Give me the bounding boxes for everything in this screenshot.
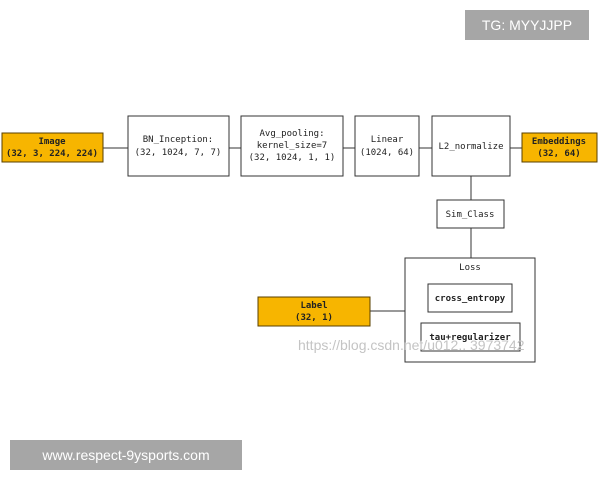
- node-bn-inception: BN_Inception: (32, 1024, 7, 7): [127, 115, 230, 177]
- l2-normalize-label: L2_normalize: [438, 142, 503, 152]
- sim-class-label: Sim_Class: [446, 210, 495, 220]
- node-tau-regularizer: tau+regularizer: [420, 322, 521, 352]
- node-linear: Linear (1024, 64): [354, 115, 420, 177]
- label-shape: (32, 1): [295, 313, 333, 323]
- embeddings-label: Embeddings: [532, 136, 586, 147]
- avg-pooling-shape: (32, 1024, 1, 1): [249, 153, 336, 163]
- image-label: Image: [38, 137, 66, 147]
- url-overlay: www.respect-9ysports.com: [10, 440, 242, 470]
- label-label: Label: [300, 301, 327, 311]
- linear-shape: (1024, 64): [360, 148, 414, 158]
- tag-overlay: TG: MYYJJPP: [465, 10, 589, 40]
- node-avg-pooling: Avg_pooling: kernel_size=7 (32, 1024, 1,…: [240, 115, 344, 177]
- node-embeddings: Embeddings (32, 64): [521, 132, 598, 163]
- loss-title: Loss: [459, 263, 481, 273]
- tau-regularizer-label: tau+regularizer: [429, 332, 511, 343]
- node-label: Label (32, 1): [257, 296, 371, 327]
- linear-label: Linear: [371, 135, 404, 145]
- edges: [103, 147, 522, 312]
- embeddings-shape: (32, 64): [537, 149, 580, 159]
- node-cross-entropy: cross_entropy: [427, 283, 513, 313]
- node-l2-normalize: L2_normalize: [431, 115, 511, 177]
- avg-pooling-kernel: kernel_size=7: [257, 141, 327, 151]
- node-sim-class: Sim_Class: [436, 199, 505, 229]
- bn-inception-label: BN_Inception:: [143, 135, 213, 145]
- bn-inception-shape: (32, 1024, 7, 7): [135, 148, 222, 158]
- avg-pooling-label: Avg_pooling:: [259, 129, 324, 139]
- cross-entropy-label: cross_entropy: [435, 294, 506, 304]
- image-shape: (32, 3, 224, 224): [6, 149, 98, 159]
- node-image: Image (32, 3, 224, 224): [1, 132, 104, 163]
- faint-watermark-text: https://blog.csdn.net/u012.. 3973742: [298, 337, 525, 353]
